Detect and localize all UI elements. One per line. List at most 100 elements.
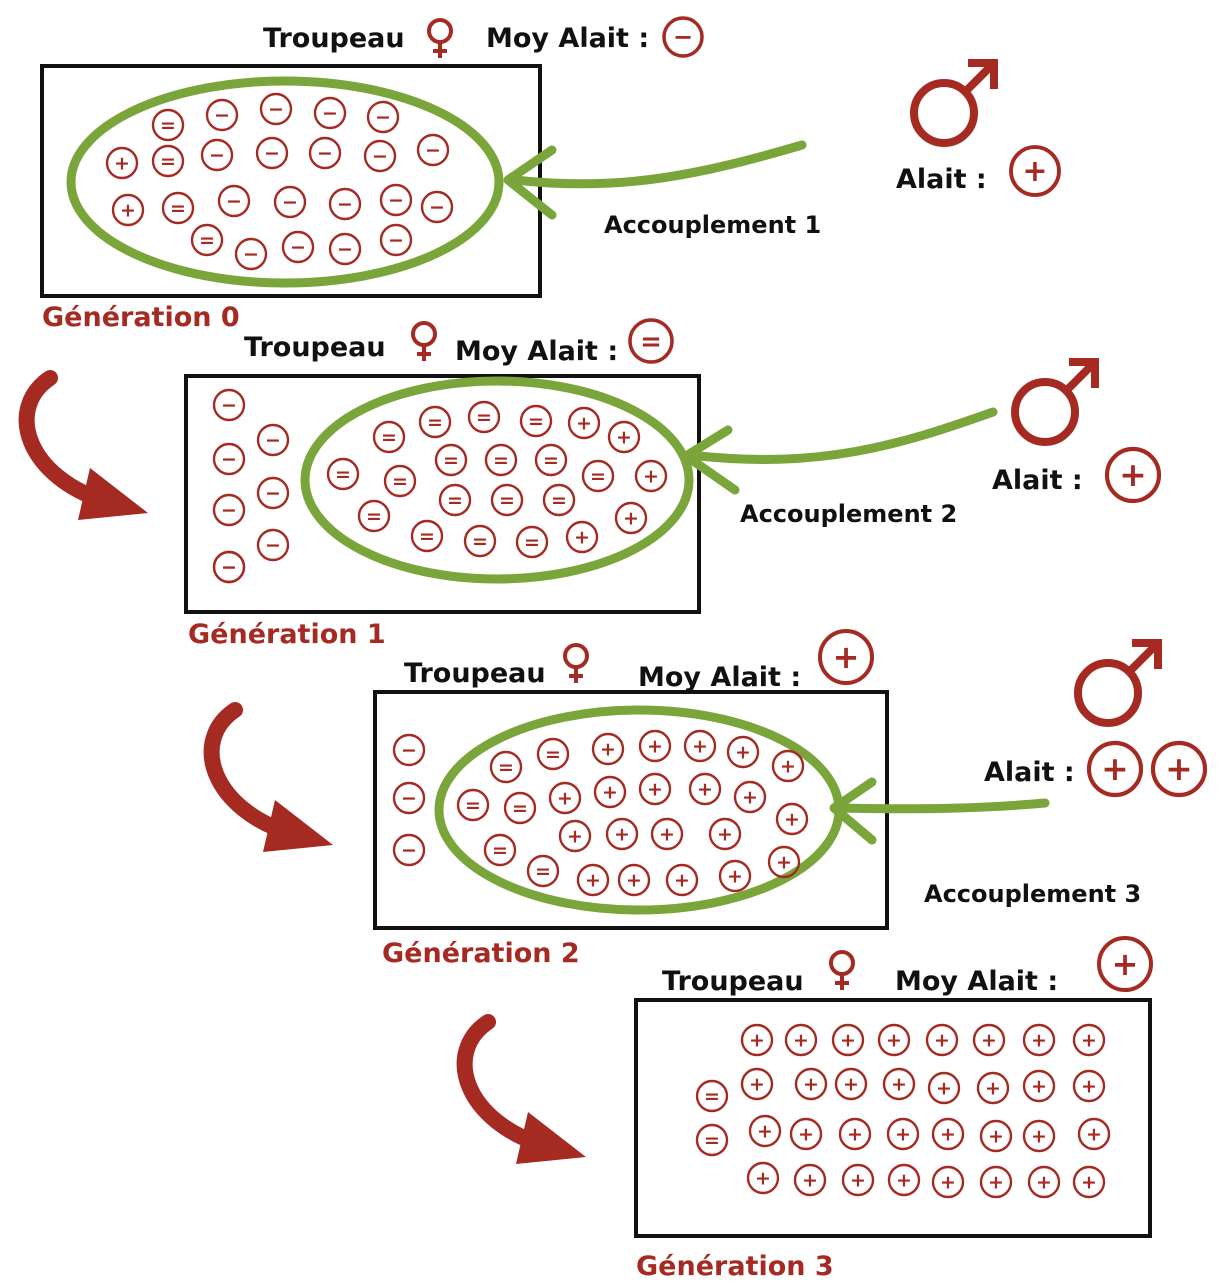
selected-individual: = bbox=[490, 483, 524, 517]
male-icon bbox=[1015, 362, 1095, 442]
svg-text:+: + bbox=[643, 465, 659, 487]
individual: + bbox=[927, 1071, 961, 1105]
generation-label: Génération 1 bbox=[188, 619, 386, 650]
svg-text:+: + bbox=[1101, 749, 1129, 788]
selected-individual: = bbox=[489, 750, 523, 784]
troupeau-label: Troupeau bbox=[244, 332, 386, 363]
svg-text:+: + bbox=[647, 735, 663, 757]
svg-text:+: + bbox=[847, 1123, 863, 1145]
individual: + bbox=[746, 1161, 780, 1195]
selected-individual: + bbox=[665, 863, 699, 897]
individual: + bbox=[979, 1119, 1013, 1153]
male-alait-label: Alait : bbox=[984, 757, 1075, 788]
individual: − bbox=[392, 781, 426, 815]
selected-individual: − bbox=[273, 185, 307, 219]
female-icon bbox=[411, 321, 437, 363]
male-alait-badges: + bbox=[1104, 446, 1162, 504]
selected-individual: + bbox=[688, 772, 722, 806]
individual: + bbox=[831, 1023, 865, 1057]
svg-text:−: − bbox=[221, 556, 237, 578]
selected-individual: − bbox=[234, 237, 268, 271]
selected-individual: = bbox=[515, 525, 549, 559]
svg-text:+: + bbox=[557, 787, 573, 809]
selected-individual: + bbox=[733, 780, 767, 814]
svg-text:+: + bbox=[981, 1029, 997, 1051]
individual: − bbox=[212, 388, 246, 422]
svg-text:+: + bbox=[626, 869, 642, 891]
svg-text:+: + bbox=[895, 1123, 911, 1145]
selected-individual: + bbox=[634, 459, 668, 493]
svg-text:+: + bbox=[614, 823, 630, 845]
svg-text:=: = bbox=[170, 197, 186, 219]
individual: + bbox=[740, 1023, 774, 1057]
moy-alait-label: Moy Alait : bbox=[455, 336, 618, 367]
mating-arrow bbox=[510, 140, 807, 189]
selected-individual: = bbox=[542, 483, 576, 517]
svg-text:−: − bbox=[322, 102, 338, 124]
male-alait-label: Alait : bbox=[896, 164, 987, 195]
female-icon bbox=[563, 643, 589, 685]
individual: + bbox=[877, 1023, 911, 1057]
svg-text:=: = bbox=[472, 530, 488, 552]
svg-text:−: − bbox=[221, 394, 237, 416]
svg-text:+: + bbox=[798, 1123, 814, 1145]
svg-text:+: + bbox=[567, 825, 583, 847]
selected-herd-ellipse bbox=[66, 76, 504, 288]
male-icon bbox=[1078, 643, 1158, 723]
selected-individual: = bbox=[519, 404, 553, 438]
selected-individual: = bbox=[536, 737, 570, 771]
svg-text:+: + bbox=[936, 1077, 952, 1099]
svg-text:+: + bbox=[1081, 1029, 1097, 1051]
selected-individual: − bbox=[205, 98, 239, 132]
female-icon bbox=[427, 18, 453, 60]
selected-individual: + bbox=[558, 819, 592, 853]
selected-individual: − bbox=[217, 184, 251, 218]
svg-text:+: + bbox=[896, 1169, 912, 1191]
svg-text:+: + bbox=[576, 412, 592, 434]
selected-individual: = bbox=[372, 420, 406, 454]
svg-text:+: + bbox=[891, 1073, 907, 1095]
male-alait-value: + bbox=[1104, 446, 1162, 504]
svg-text:=: = bbox=[590, 465, 606, 487]
selected-individual: − bbox=[379, 183, 413, 217]
mating-arrow bbox=[833, 798, 1050, 814]
svg-text:+: + bbox=[988, 1171, 1004, 1193]
male-alait-badges: ++ bbox=[1086, 740, 1208, 798]
selected-individual: = bbox=[484, 443, 518, 477]
svg-text:+: + bbox=[114, 152, 130, 174]
individual: + bbox=[793, 1163, 827, 1197]
generation-label: Génération 0 bbox=[42, 302, 240, 333]
svg-text:−: − bbox=[209, 144, 225, 166]
svg-text:=: = bbox=[551, 489, 567, 511]
individual: + bbox=[1027, 1165, 1061, 1199]
svg-text:−: − bbox=[375, 106, 391, 128]
mating-arrowhead bbox=[681, 425, 740, 495]
individual: − bbox=[392, 833, 426, 867]
individual: − bbox=[212, 442, 246, 476]
selected-individual: = bbox=[434, 443, 468, 477]
moy-alait-value: = bbox=[640, 327, 662, 357]
next-generation-arrow bbox=[465, 1022, 586, 1164]
moy-alait-label: Moy Alait : bbox=[638, 662, 801, 693]
svg-text:−: − bbox=[388, 229, 404, 251]
individual: + bbox=[931, 1117, 965, 1151]
female-icon bbox=[829, 950, 855, 992]
individual: − bbox=[256, 423, 290, 457]
selected-individual: − bbox=[420, 190, 454, 224]
generation-label: Génération 2 bbox=[382, 938, 580, 969]
svg-text:−: − bbox=[243, 243, 259, 265]
svg-text:+: + bbox=[697, 778, 713, 800]
individual: + bbox=[1022, 1119, 1056, 1153]
svg-text:−: − bbox=[226, 190, 242, 212]
svg-text:=: = bbox=[465, 794, 481, 816]
selected-individual: + bbox=[565, 520, 599, 554]
svg-text:−: − bbox=[429, 196, 445, 218]
individual: + bbox=[976, 1071, 1010, 1105]
mating-label: Accouplement 1 bbox=[604, 211, 821, 239]
moy-alait-value: + bbox=[1112, 945, 1139, 983]
selected-individual: + bbox=[683, 729, 717, 763]
svg-text:=: = bbox=[512, 797, 528, 819]
selected-individual: = bbox=[467, 400, 501, 434]
selected-individual: − bbox=[281, 230, 315, 264]
individual: + bbox=[1072, 1069, 1106, 1103]
